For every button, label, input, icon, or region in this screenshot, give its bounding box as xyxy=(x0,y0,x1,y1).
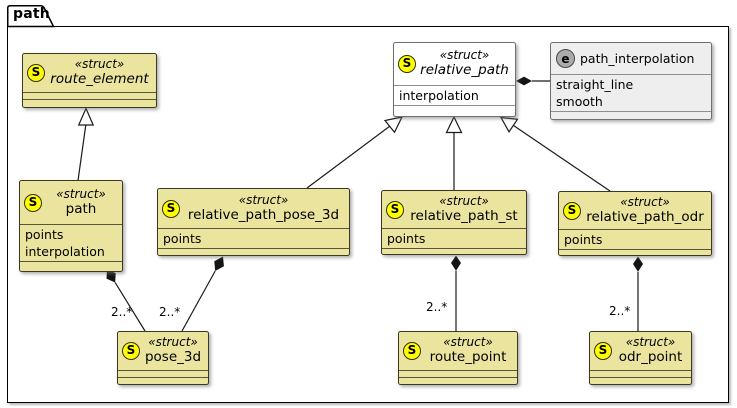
class-route-point: S «struct» route_point xyxy=(398,331,518,385)
class-header: S «struct» relative_path xyxy=(394,43,515,85)
multiplicity-label: 2..* xyxy=(111,305,133,319)
composition-diamond xyxy=(214,256,224,271)
enum-header: e path_interpolation xyxy=(551,43,711,74)
methods-compartment xyxy=(399,376,517,384)
edge-rp_pose_3d-pose_3d xyxy=(181,270,216,332)
struct-badge-icon: S xyxy=(594,341,612,360)
generalization-arrow xyxy=(77,107,95,126)
class-relative-path-odr: S «struct» relative_path_odr points xyxy=(558,191,712,256)
struct-badge-icon: S xyxy=(398,55,416,73)
edge-path-pose_3d xyxy=(114,282,146,332)
struct-badge-icon: S xyxy=(386,200,404,219)
package-tab xyxy=(7,5,55,28)
edge-rp_pose_3d-relative_path xyxy=(306,125,391,189)
class-header: S «struct» route_element xyxy=(23,54,156,92)
struct-badge-icon: S xyxy=(162,199,180,218)
class-pose-3d: S «struct» pose_3d xyxy=(117,331,209,385)
fields-compartment: points interpolation xyxy=(20,224,122,261)
composition-diamond xyxy=(451,255,461,271)
stereotype: «struct» xyxy=(74,57,125,72)
enum-path-interpolation: e path_interpolation straight_line smoot… xyxy=(550,42,712,120)
class-relative-path-pose-3d: S «struct» relative_path_pose_3d points xyxy=(157,188,350,256)
fields-compartment: points xyxy=(559,229,711,249)
class-header: S «struct» path xyxy=(20,181,122,224)
class-name: pose_3d xyxy=(144,348,202,365)
class-header: S «struct» odr_point xyxy=(590,332,691,370)
field: points xyxy=(25,227,64,242)
field: points xyxy=(564,232,603,247)
stereotype: «struct» xyxy=(56,186,106,201)
class-route-element: S «struct» route_element xyxy=(22,53,157,108)
methods-compartment xyxy=(382,248,526,254)
composition-diamond xyxy=(516,76,532,86)
fields-compartment: points xyxy=(382,228,526,248)
class-relative-path: S «struct» relative_path interpolation xyxy=(393,42,516,117)
field: interpolation xyxy=(25,244,105,259)
class-path: S «struct» path points interpolation xyxy=(19,180,123,272)
stereotype: «struct» xyxy=(238,192,289,207)
stereotype: «struct» xyxy=(620,194,670,209)
fields-compartment xyxy=(399,369,517,377)
class-name: relative_path_st xyxy=(410,207,518,224)
generalization-arrow xyxy=(445,115,463,134)
methods-compartment xyxy=(590,376,691,384)
class-header: S «struct» route_point xyxy=(399,332,517,370)
enum-value: straight_line xyxy=(556,77,634,92)
methods-compartment xyxy=(158,248,349,255)
multiplicity-label: 2..* xyxy=(609,304,631,318)
struct-badge-icon: S xyxy=(403,341,421,360)
class-name: relative_path_pose_3d xyxy=(187,206,340,223)
class-name: path xyxy=(65,200,97,217)
struct-badge-icon: S xyxy=(563,201,581,220)
field: points xyxy=(163,231,202,246)
stereotype: «struct» xyxy=(443,335,493,350)
class-name: relative_path xyxy=(420,62,509,79)
composition-diamond xyxy=(633,256,643,272)
class-header: S «struct» relative_path_st xyxy=(382,191,526,228)
fields-compartment xyxy=(590,369,691,377)
multiplicity-label: 2..* xyxy=(426,300,448,314)
stereotype: «struct» xyxy=(148,335,198,350)
fields-compartment xyxy=(23,92,156,99)
multiplicity-label: 2..* xyxy=(159,305,181,319)
field: interpolation xyxy=(399,88,479,103)
struct-badge-icon: S xyxy=(122,341,140,360)
composition-diamond xyxy=(106,269,116,283)
stereotype: «struct» xyxy=(625,335,676,350)
class-name: relative_path_odr xyxy=(586,208,704,225)
class-name: odr_point xyxy=(618,348,683,365)
edge-rp_odr-relative_path xyxy=(513,125,611,192)
fields-compartment: interpolation xyxy=(394,85,515,105)
class-header: S «struct» relative_path_odr xyxy=(559,192,711,229)
methods-compartment xyxy=(394,105,515,116)
stereotype: «struct» xyxy=(439,193,489,208)
enum-value: smooth xyxy=(556,94,603,109)
edge-path-route_element xyxy=(77,124,87,181)
generalization-arrow xyxy=(499,116,519,133)
class-odr-point: S «struct» odr_point xyxy=(589,331,692,385)
class-relative-path-st: S «struct» relative_path_st points xyxy=(381,190,527,255)
package-title: path xyxy=(13,6,50,22)
fields-compartment: points xyxy=(158,228,349,248)
methods-compartment xyxy=(118,376,208,384)
class-header: S «struct» pose_3d xyxy=(118,332,208,370)
class-name: route_point xyxy=(429,348,507,365)
field: points xyxy=(387,231,426,246)
methods-compartment xyxy=(559,249,711,255)
methods-compartment xyxy=(23,99,156,107)
class-header: S «struct» relative_path_pose_3d xyxy=(158,189,349,228)
enum-empty-compartment xyxy=(551,111,711,119)
enum-values-compartment: straight_line smooth xyxy=(551,74,711,111)
enum-name: path_interpolation xyxy=(580,51,695,66)
struct-badge-icon: S xyxy=(27,64,45,83)
class-name: route_element xyxy=(50,71,149,88)
generalization-arrow xyxy=(383,116,404,134)
stereotype: «struct» xyxy=(439,48,490,63)
struct-badge-icon: S xyxy=(24,193,42,212)
fields-compartment xyxy=(118,369,208,377)
methods-compartment xyxy=(20,261,122,271)
enum-badge-icon: e xyxy=(556,49,575,68)
